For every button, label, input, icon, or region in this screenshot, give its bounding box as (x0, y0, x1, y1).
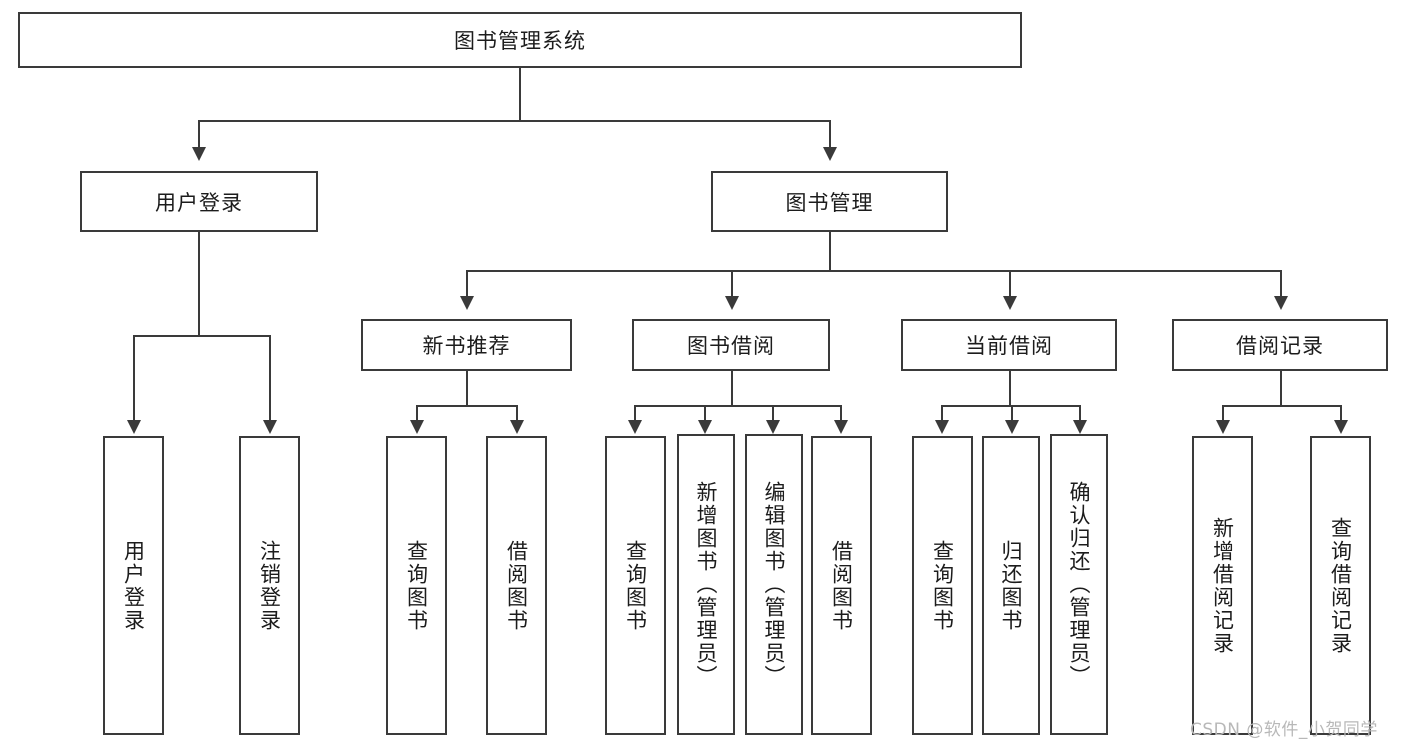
connector-root-to-user-login (198, 120, 200, 149)
arrow-br-l2 (1334, 420, 1348, 434)
node-label: 图书借阅 (687, 334, 775, 358)
connector-nbr-bus (416, 405, 518, 407)
node-label: 新书推荐 (422, 334, 511, 358)
node-label: 借阅记录 (1236, 334, 1324, 358)
node-label: 当前借阅 (965, 334, 1053, 358)
leaf-nbr-borrow-book[interactable]: 借阅图书 (486, 436, 547, 735)
connector-user-login-leaf2 (269, 335, 271, 422)
connector-br-bus (1222, 405, 1342, 407)
connector-root-stem (519, 68, 521, 120)
node-label: 图书管理 (785, 190, 874, 215)
arrow-br-l1 (1216, 420, 1230, 434)
connector-cb-l2 (1011, 405, 1013, 422)
node-label: 用户登录 (121, 539, 146, 632)
arrow-user-login-leaf1 (127, 420, 141, 434)
leaf-user-login-signout[interactable]: 注销登录 (239, 436, 300, 735)
node-label: 查询图书 (404, 539, 429, 632)
connector-br-l2 (1340, 405, 1342, 422)
connector-br-l1 (1222, 405, 1224, 422)
connector-cb-stem (1009, 371, 1011, 405)
arrow-bb-l3 (766, 420, 780, 434)
connector-root-to-book-mgmt (829, 120, 831, 149)
leaf-user-login-signin[interactable]: 用户登录 (103, 436, 164, 735)
arrow-nbr-l1 (410, 420, 424, 434)
node-borrow-record[interactable]: 借阅记录 (1172, 319, 1388, 371)
node-label: 查询图书 (623, 539, 648, 632)
arrow-cb-l1 (935, 420, 949, 434)
arrow-nbr-l2 (510, 420, 524, 434)
node-label: 确认归还（管理员） (1067, 481, 1092, 688)
connector-book-mgmt-bus (466, 270, 1280, 272)
arrow-root-to-book-mgmt (823, 147, 837, 161)
arrow-book-mgmt-c1 (460, 296, 474, 310)
leaf-cb-return-book[interactable]: 归还图书 (982, 436, 1040, 735)
connector-cb-l1 (941, 405, 943, 422)
node-label: 归还图书 (999, 539, 1024, 632)
csdn-watermark: CSDN @软件_小贺同学 (1190, 720, 1378, 740)
arrow-book-mgmt-c4 (1274, 296, 1288, 310)
node-label: 查询图书 (930, 539, 955, 632)
leaf-bb-add-book-admin[interactable]: 新增图书（管理员） (677, 434, 735, 735)
connector-cb-l3 (1079, 405, 1081, 422)
connector-book-mgmt-c2 (731, 270, 733, 298)
connector-user-login-stem (198, 232, 200, 335)
connector-user-login-bus (133, 335, 271, 337)
arrow-cb-l3 (1073, 420, 1087, 434)
arrow-bb-l1 (628, 420, 642, 434)
connector-nbr-l1 (416, 405, 418, 422)
connector-book-mgmt-c1 (466, 270, 468, 298)
node-new-book-recommend[interactable]: 新书推荐 (361, 319, 572, 371)
node-root-library-system[interactable]: 图书管理系统 (18, 12, 1022, 68)
leaf-bb-borrow-book[interactable]: 借阅图书 (811, 436, 872, 735)
connector-root-bus (198, 120, 831, 122)
arrow-book-mgmt-c2 (725, 296, 739, 310)
connector-nbr-l2 (516, 405, 518, 422)
connector-bb-l4 (840, 405, 842, 422)
arrow-bb-l2 (698, 420, 712, 434)
leaf-cb-confirm-return-admin[interactable]: 确认归还（管理员） (1050, 434, 1108, 735)
node-label: 图书管理系统 (454, 29, 586, 53)
arrow-bb-l4 (834, 420, 848, 434)
connector-book-mgmt-c3 (1009, 270, 1011, 298)
arrow-user-login-leaf2 (263, 420, 277, 434)
node-label: 借阅图书 (829, 539, 854, 632)
node-label: 用户登录 (155, 190, 243, 215)
arrow-cb-l2 (1005, 420, 1019, 434)
node-user-login[interactable]: 用户登录 (80, 171, 318, 232)
node-current-borrow[interactable]: 当前借阅 (901, 319, 1117, 371)
node-label: 编辑图书（管理员） (762, 481, 787, 688)
leaf-bb-query-book[interactable]: 查询图书 (605, 436, 666, 735)
connector-bb-stem (731, 371, 733, 405)
connector-book-mgmt-c4 (1280, 270, 1282, 298)
node-label: 注销登录 (257, 539, 282, 632)
node-book-borrow[interactable]: 图书借阅 (632, 319, 830, 371)
leaf-cb-query-book[interactable]: 查询图书 (912, 436, 973, 735)
connector-br-stem (1280, 371, 1282, 405)
connector-nbr-stem (466, 371, 468, 405)
node-book-management[interactable]: 图书管理 (711, 171, 948, 232)
node-label: 新增借阅记录 (1210, 516, 1235, 655)
connector-bb-l3 (772, 405, 774, 422)
leaf-nbr-query-book[interactable]: 查询图书 (386, 436, 447, 735)
leaf-br-add-record[interactable]: 新增借阅记录 (1192, 436, 1253, 735)
node-label: 查询借阅记录 (1328, 516, 1353, 655)
node-label: 新增图书（管理员） (694, 481, 719, 688)
connector-bb-l2 (704, 405, 706, 422)
connector-book-mgmt-stem (829, 232, 831, 270)
arrow-root-to-user-login (192, 147, 206, 161)
node-label: 借阅图书 (504, 539, 529, 632)
arrow-book-mgmt-c3 (1003, 296, 1017, 310)
connector-bb-bus (634, 405, 842, 407)
connector-user-login-leaf1 (133, 335, 135, 422)
connector-bb-l1 (634, 405, 636, 422)
leaf-br-query-record[interactable]: 查询借阅记录 (1310, 436, 1371, 735)
leaf-bb-edit-book-admin[interactable]: 编辑图书（管理员） (745, 434, 803, 735)
